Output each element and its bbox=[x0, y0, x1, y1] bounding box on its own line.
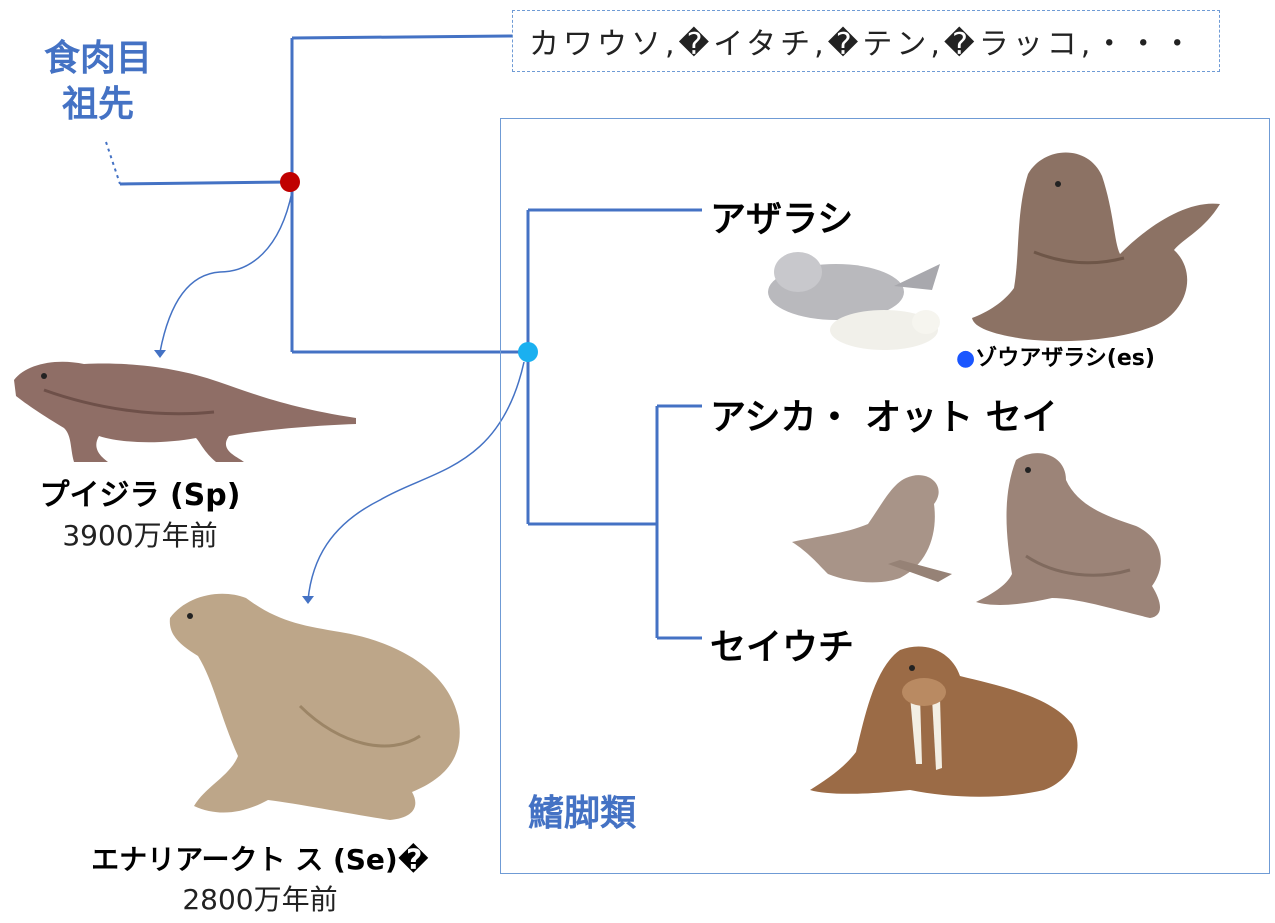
fur-seal-illustration bbox=[792, 475, 952, 583]
fossil-puijila-age: 3900万年前 bbox=[62, 519, 218, 552]
fossil-enaliarctos-label: エナリアークト ス (Se)� 2800万年前 bbox=[40, 838, 480, 918]
elephant-seal-illustration bbox=[972, 152, 1220, 342]
other-carnivores-branch bbox=[291, 34, 513, 40]
ancestor-label-line1: 食肉目 bbox=[43, 38, 152, 79]
ancestor-branch bbox=[119, 180, 291, 186]
fossil-puijila-label: プイジラ (Sp) 3900万年前 bbox=[0, 470, 280, 554]
fossil-enaliarctos-name: エナリアークト ス (Se)� bbox=[91, 843, 429, 876]
ancestor-dotted-stem bbox=[105, 141, 121, 185]
ancestor-node bbox=[280, 172, 300, 192]
fossil-enaliarctos-age: 2800万年前 bbox=[182, 883, 338, 916]
elephant-seal-marker: ● bbox=[956, 346, 976, 371]
pinniped-group-label: 鰭脚類 bbox=[528, 793, 637, 834]
fossil-puijila-name: プイジラ (Sp) bbox=[39, 478, 241, 513]
puijila-illustration bbox=[14, 361, 356, 462]
clade-label-walrus: セイウチ bbox=[710, 627, 855, 668]
elephant-seal-label: ●ゾウアザラシ(es) bbox=[956, 340, 1155, 372]
clade-label-sea-lions: アシカ・ オット セイ bbox=[710, 397, 1058, 438]
arrow-to-enaliarctos bbox=[307, 361, 525, 601]
arrowhead-enaliarctos bbox=[302, 596, 314, 604]
arrowhead-puijila bbox=[154, 350, 166, 358]
ancestor-label-line2: 祖先 bbox=[61, 84, 134, 125]
pinniped-group-box bbox=[500, 118, 1270, 874]
pinniped-node bbox=[518, 342, 538, 362]
clade-label-seals: アザラシ bbox=[710, 199, 854, 240]
elephant-seal-text: ゾウアザラシ(es) bbox=[975, 346, 1155, 371]
walrus-illustration bbox=[810, 646, 1078, 797]
enaliarctos-illustration bbox=[169, 593, 460, 820]
harp-seal-illustration bbox=[768, 252, 940, 350]
other-carnivores-box: カワウソ,�イタチ,�テン,�ラッコ,・・・ bbox=[512, 10, 1220, 72]
sea-lion-illustration bbox=[976, 453, 1161, 618]
arrow-to-puijila bbox=[159, 191, 293, 353]
ancestor-label: 食肉目 祖先 bbox=[28, 36, 168, 128]
